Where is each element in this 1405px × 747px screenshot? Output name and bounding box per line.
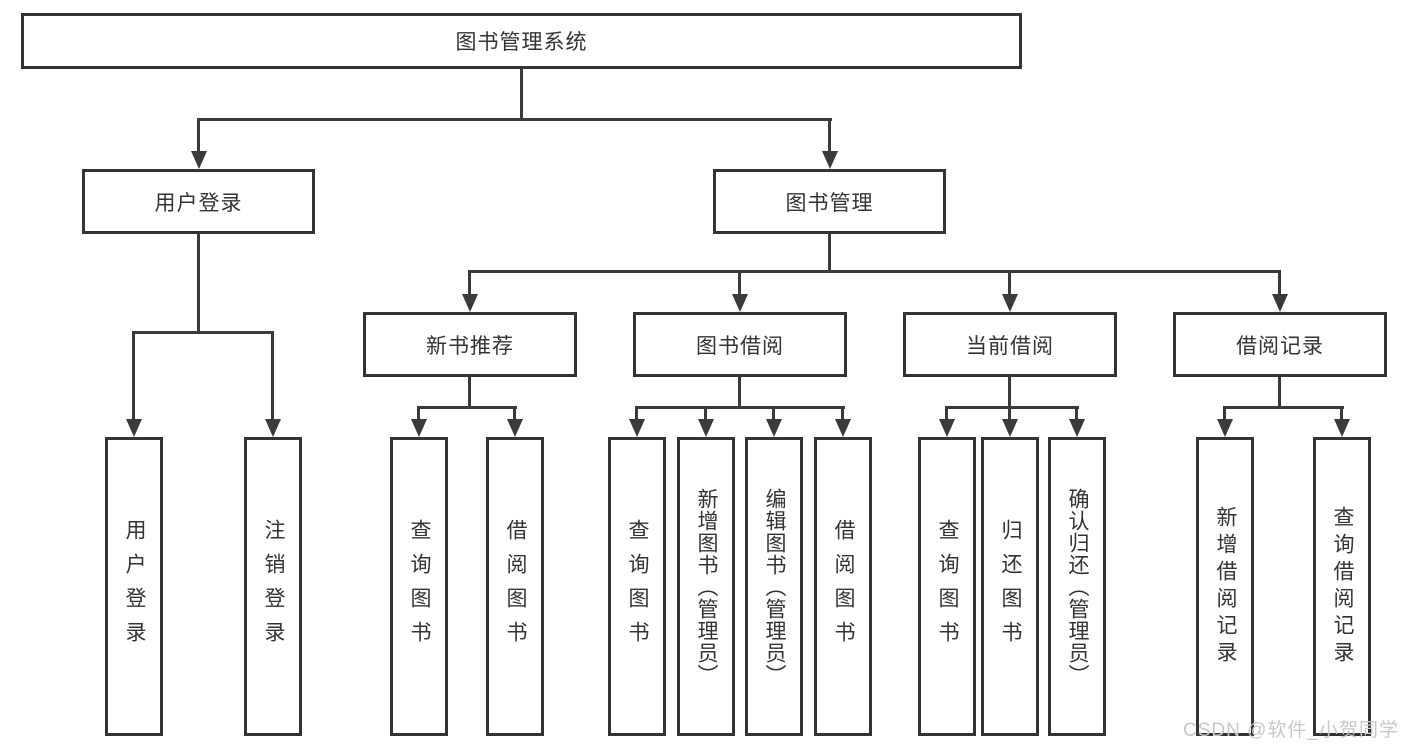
leaf-return-books: 归还图书 bbox=[981, 437, 1039, 736]
leaf-label: 用户登录 bbox=[123, 518, 146, 655]
connector-line bbox=[1075, 406, 1078, 421]
leaf-query-books-current: 查询图书 bbox=[918, 437, 976, 736]
leaf-label: 查询图书 bbox=[936, 518, 959, 655]
leaf-query-books-recommend: 查询图书 bbox=[390, 437, 448, 736]
leaf-label: 新增图书（管理员） bbox=[695, 487, 718, 686]
leaf-confirm-return-admin: 确认归还（管理员） bbox=[1048, 437, 1106, 736]
connector-line bbox=[513, 406, 516, 421]
connector-line bbox=[468, 270, 471, 297]
node-user-login: 用户登录 bbox=[82, 169, 315, 234]
node-label: 新书推荐 bbox=[426, 334, 514, 358]
arrow-down-icon bbox=[629, 419, 645, 437]
connector-line bbox=[132, 331, 274, 334]
connector-line bbox=[1223, 406, 1226, 421]
arrow-down-icon bbox=[462, 294, 478, 312]
connector-line bbox=[1223, 406, 1344, 409]
connector-line bbox=[1340, 406, 1343, 421]
arrow-down-icon bbox=[1069, 419, 1085, 437]
node-label: 图书管理 bbox=[785, 191, 874, 215]
node-library-management-system: 图书管理系统 bbox=[21, 13, 1022, 69]
leaf-label: 编辑图书（管理员） bbox=[763, 487, 786, 686]
arrow-down-icon bbox=[835, 419, 851, 437]
connector-line bbox=[635, 406, 638, 421]
arrow-down-icon bbox=[1217, 419, 1233, 437]
connector-line bbox=[738, 374, 741, 408]
arrow-down-icon bbox=[191, 151, 207, 169]
connector-line bbox=[1008, 374, 1011, 408]
node-book-management: 图书管理 bbox=[713, 169, 946, 234]
leaf-query-borrow-record: 查询借阅记录 bbox=[1313, 437, 1371, 736]
connector-line bbox=[772, 406, 775, 421]
connector-line bbox=[841, 406, 844, 421]
connector-line bbox=[520, 66, 523, 120]
connector-line bbox=[635, 406, 845, 409]
arrow-down-icon bbox=[507, 419, 523, 437]
connector-line bbox=[1008, 270, 1011, 297]
csdn-watermark: CSDN @软件_小贺同学 bbox=[1183, 720, 1399, 741]
arrow-down-icon bbox=[732, 294, 748, 312]
arrow-down-icon bbox=[822, 151, 838, 169]
leaf-label: 查询图书 bbox=[408, 518, 431, 655]
connector-line bbox=[945, 406, 1079, 409]
leaf-query-books-borrowing: 查询图书 bbox=[608, 437, 666, 736]
connector-line bbox=[197, 118, 200, 154]
node-label: 图书借阅 bbox=[696, 334, 784, 358]
arrow-down-icon bbox=[126, 419, 142, 437]
connector-line bbox=[197, 230, 200, 334]
leaf-label: 新增借阅记录 bbox=[1214, 505, 1237, 668]
arrow-down-icon bbox=[1002, 419, 1018, 437]
connector-line bbox=[828, 230, 831, 273]
leaf-edit-books-admin: 编辑图书（管理员） bbox=[745, 437, 803, 736]
leaf-label: 注销登录 bbox=[262, 518, 285, 655]
connector-line bbox=[132, 331, 135, 422]
arrow-down-icon bbox=[698, 419, 714, 437]
connector-line bbox=[417, 406, 517, 409]
leaf-borrow-books-recommend: 借阅图书 bbox=[486, 437, 544, 736]
node-label: 用户登录 bbox=[154, 191, 243, 215]
connector-line bbox=[1278, 374, 1281, 408]
leaf-label: 查询借阅记录 bbox=[1331, 505, 1354, 668]
leaf-borrow-books-borrowing: 借阅图书 bbox=[814, 437, 872, 736]
node-new-book-recommend: 新书推荐 bbox=[363, 312, 577, 377]
node-book-borrowing: 图书借阅 bbox=[633, 312, 847, 377]
connector-line bbox=[1008, 406, 1011, 421]
arrow-down-icon bbox=[1334, 419, 1350, 437]
leaf-label: 借阅图书 bbox=[504, 518, 527, 655]
arrow-down-icon bbox=[1002, 294, 1018, 312]
connector-line bbox=[1278, 270, 1281, 297]
connector-line bbox=[704, 406, 707, 421]
node-label: 当前借阅 bbox=[966, 334, 1054, 358]
arrow-down-icon bbox=[265, 419, 281, 437]
arrow-down-icon bbox=[939, 419, 955, 437]
arrow-down-icon bbox=[411, 419, 427, 437]
connector-line bbox=[945, 406, 948, 421]
leaf-label: 归还图书 bbox=[999, 518, 1022, 655]
connector-line bbox=[468, 374, 471, 408]
node-label: 图书管理系统 bbox=[455, 31, 588, 54]
leaf-add-borrow-record: 新增借阅记录 bbox=[1196, 437, 1254, 736]
arrow-down-icon bbox=[1272, 294, 1288, 312]
connector-line bbox=[738, 270, 741, 297]
leaf-add-books-admin: 新增图书（管理员） bbox=[677, 437, 735, 736]
node-label: 借阅记录 bbox=[1236, 334, 1324, 358]
leaf-user-login: 用户登录 bbox=[105, 437, 163, 736]
leaf-logout: 注销登录 bbox=[244, 437, 302, 736]
connector-line bbox=[417, 406, 420, 421]
leaf-label: 确认归还（管理员） bbox=[1066, 487, 1089, 686]
leaf-label: 查询图书 bbox=[626, 518, 649, 655]
node-current-borrowing: 当前借阅 bbox=[903, 312, 1117, 377]
arrow-down-icon bbox=[766, 419, 782, 437]
connector-line bbox=[271, 331, 274, 422]
connector-line bbox=[828, 118, 831, 154]
node-borrowing-records: 借阅记录 bbox=[1173, 312, 1387, 377]
connector-line bbox=[468, 270, 1281, 273]
leaf-label: 借阅图书 bbox=[832, 518, 855, 655]
connector-line bbox=[198, 118, 832, 121]
